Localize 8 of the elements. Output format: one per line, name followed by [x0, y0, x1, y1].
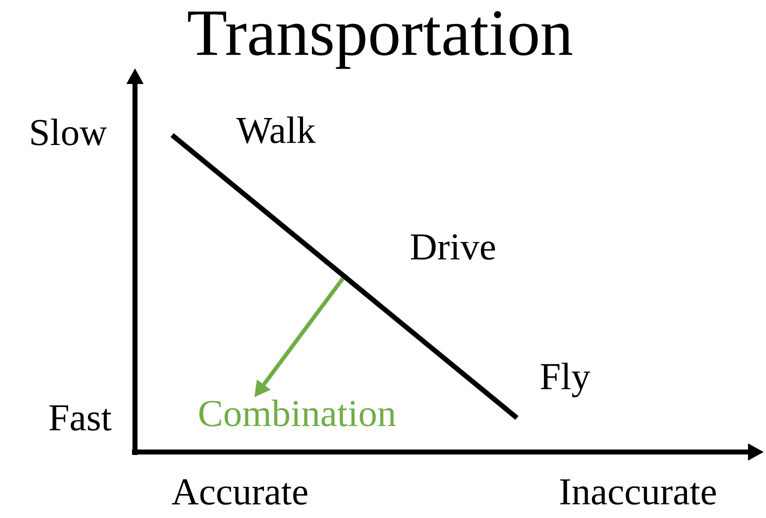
point-label: Walk [236, 116, 316, 144]
axis-label: Slow [31, 118, 107, 146]
axis-label: Inaccurate [560, 479, 716, 505]
title: Transportation [188, 11, 572, 69]
axis-label: Fast [49, 405, 112, 431]
axis-label: Accurate [172, 479, 308, 505]
result-label: Combination [199, 400, 396, 426]
point-label: Drive [410, 234, 495, 260]
